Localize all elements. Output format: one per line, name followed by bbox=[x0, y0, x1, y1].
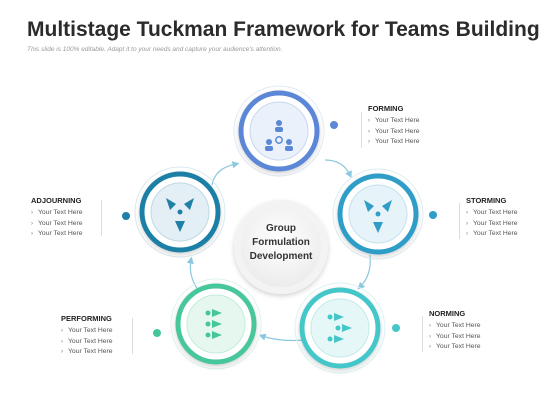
stage-list-forming: ›Your Text Here ›Your Text Here ›Your Te… bbox=[368, 116, 420, 148]
separator-storming bbox=[459, 203, 460, 239]
separator-performing bbox=[132, 318, 133, 354]
stage-list-norming: ›Your Text Here ›Your Text Here ›Your Te… bbox=[429, 321, 481, 353]
list-item: ›Your Text Here bbox=[429, 322, 481, 329]
dot-forming bbox=[330, 121, 338, 129]
stage-node-performing bbox=[170, 278, 262, 370]
stage-label-norming: NORMING bbox=[429, 309, 466, 318]
stage-label-storming: STORMING bbox=[466, 196, 507, 205]
stage-text-norming: NORMING ›Your Text Here ›Your Text Here … bbox=[429, 309, 481, 353]
center-line-2: Formulation bbox=[252, 237, 310, 248]
stage-text-forming: FORMING ›Your Text Here ›Your Text Here … bbox=[368, 104, 420, 148]
stage-text-performing: PERFORMING ›Your Text Here ›Your Text He… bbox=[61, 314, 113, 358]
stage-label-forming: FORMING bbox=[368, 104, 404, 113]
stage-node-norming bbox=[294, 282, 386, 374]
arrow-adjourning-to-forming bbox=[211, 161, 240, 186]
separator-norming bbox=[422, 316, 423, 352]
dot-storming bbox=[429, 211, 437, 219]
converging-arrows-icon bbox=[166, 198, 194, 232]
team-network-icon bbox=[265, 120, 293, 151]
list-item: ›Your Text Here bbox=[368, 138, 420, 146]
stage-label-performing: PERFORMING bbox=[61, 314, 112, 323]
stage-node-forming bbox=[233, 85, 325, 177]
dot-performing bbox=[153, 329, 161, 337]
arrow-storming-to-norming bbox=[357, 254, 371, 290]
aligned-arrows-icon bbox=[205, 309, 222, 339]
stage-text-adjourning: ADJOURNING ›Your Text Here ›Your Text He… bbox=[31, 196, 83, 240]
center-line-1: Group bbox=[266, 223, 296, 234]
arrow-forming-to-storming bbox=[324, 159, 352, 179]
page-title: Multistage Tuckman Framework for Teams B… bbox=[27, 18, 540, 41]
dot-norming bbox=[392, 324, 400, 332]
list-item: ›Your Text Here bbox=[429, 332, 481, 340]
parallel-arrows-icon bbox=[327, 313, 352, 343]
list-item: ›Your Text Here bbox=[61, 337, 113, 345]
center-node bbox=[234, 200, 328, 294]
stage-text-storming: STORMING ›Your Text Here ›Your Text Here… bbox=[466, 196, 518, 240]
list-item: ›Your Text Here bbox=[368, 117, 420, 124]
stage-list-storming: ›Your Text Here ›Your Text Here ›Your Te… bbox=[466, 208, 518, 240]
center-label: Group Formulation Development bbox=[236, 222, 326, 264]
center-line-3: Development bbox=[249, 251, 313, 262]
list-item: ›Your Text Here bbox=[429, 343, 481, 351]
list-item: ›Your Text Here bbox=[466, 219, 518, 227]
list-item: ›Your Text Here bbox=[31, 219, 83, 227]
list-item: ›Your Text Here bbox=[466, 230, 518, 238]
dot-adjourning bbox=[122, 212, 130, 220]
list-item: ›Your Text Here bbox=[31, 230, 83, 238]
stage-list-performing: ›Your Text Here ›Your Text Here ›Your Te… bbox=[61, 326, 113, 358]
separator-forming bbox=[361, 112, 362, 148]
list-item: ›Your Text Here bbox=[61, 348, 113, 356]
stage-label-adjourning: ADJOURNING bbox=[31, 196, 82, 205]
list-item: ›Your Text Here bbox=[61, 327, 113, 334]
list-item: ›Your Text Here bbox=[466, 209, 518, 216]
list-item: ›Your Text Here bbox=[368, 127, 420, 135]
list-item: ›Your Text Here bbox=[31, 209, 83, 216]
arrow-norming-to-performing bbox=[258, 333, 306, 342]
connector-dots bbox=[122, 121, 437, 337]
stage-node-storming bbox=[332, 168, 424, 260]
diverging-arrows-icon bbox=[364, 200, 392, 233]
stage-list-adjourning: ›Your Text Here ›Your Text Here ›Your Te… bbox=[31, 208, 83, 240]
arrow-performing-to-adjourning bbox=[186, 256, 199, 291]
stage-node-adjourning bbox=[134, 166, 226, 258]
page-subtitle: This slide is 100% editable. Adapt it to… bbox=[27, 46, 283, 53]
separator-adjourning bbox=[101, 200, 102, 236]
